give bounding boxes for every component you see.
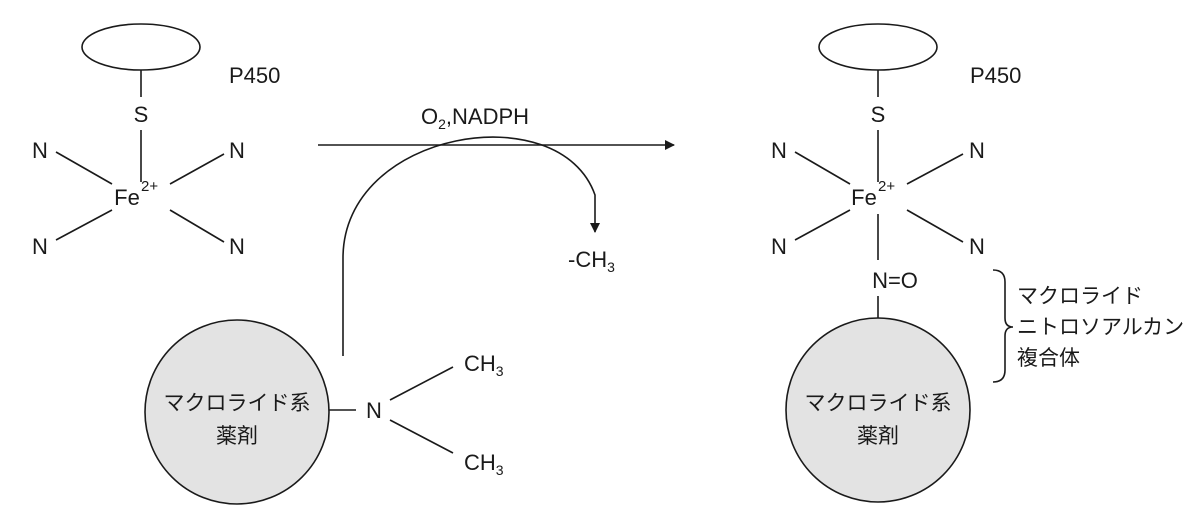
reagent-o: O	[421, 104, 438, 129]
left-methyl-top-base: CH	[464, 351, 496, 376]
complex-label-line1: マクロライド	[1017, 284, 1143, 308]
right-bond-fe-n2	[906, 153, 964, 185]
left-bond-fe-n2	[169, 153, 225, 185]
right-ligand-n-bottom-right: N	[969, 234, 985, 259]
left-methyl-top-sub: 3	[496, 363, 504, 379]
right-p450-complex: S Fe 2+ P450 N N N N N=O マクロライド系 薬剤 マクロラ…	[771, 23, 1184, 503]
right-enzyme-label: P450	[970, 63, 1021, 88]
right-bond-fe-n4	[906, 209, 964, 243]
reagent-label: O2,NADPH	[421, 104, 529, 132]
right-drug-circle	[785, 317, 971, 503]
complex-brace	[992, 269, 1014, 383]
right-ligand-n-top-right: N	[969, 138, 985, 163]
left-methyl-bottom: CH3	[464, 450, 504, 478]
left-sulfur: S	[134, 102, 149, 127]
demethylation-curved-arrow	[342, 136, 600, 356]
complex-label-line2: ニトロソアルカン	[1017, 315, 1184, 339]
right-iron: Fe	[851, 185, 877, 210]
left-p450-complex: S Fe 2+ P450 N N N N マクロライド系 薬剤 N CH3 CH…	[32, 23, 504, 505]
left-bond-fe-n4	[169, 209, 225, 243]
left-bond-fe-n1	[55, 151, 113, 185]
left-enzyme-label: P450	[229, 63, 280, 88]
left-iron-charge: 2+	[141, 178, 158, 195]
right-sulfur: S	[871, 102, 886, 127]
left-protein-ellipse	[81, 23, 201, 71]
leaving-methyl-sub: 3	[607, 259, 615, 275]
left-methyl-bottom-base: CH	[464, 450, 496, 475]
right-bond-fe-n3	[794, 209, 851, 241]
left-drug-label-line1: マクロライド系	[164, 391, 311, 415]
left-n-methyl-top-bond	[389, 366, 454, 401]
left-ligand-n-top-right: N	[229, 138, 245, 163]
reagent-sub: 2	[438, 116, 446, 132]
left-ligand-n-top-left: N	[32, 138, 48, 163]
right-drug-label-line1: マクロライド系	[805, 391, 952, 415]
complex-label-line3: 複合体	[1017, 346, 1080, 370]
right-ligand-n-top-left: N	[771, 138, 787, 163]
left-bond-fe-n3	[55, 209, 113, 241]
left-n-methyl-bottom-bond	[389, 419, 454, 454]
right-bond-fe-n1	[794, 151, 851, 185]
left-ligand-n-bottom-left: N	[32, 234, 48, 259]
reagent-rest: ,NADPH	[446, 104, 529, 129]
reaction-arrows: O2,NADPH -CH3	[318, 104, 675, 356]
left-drug-label-line2: 薬剤	[216, 424, 258, 448]
leaving-methyl: -CH3	[568, 247, 615, 275]
right-nitroso: N=O	[872, 268, 918, 293]
right-protein-ellipse	[818, 23, 938, 71]
left-ligand-n-bottom-right: N	[229, 234, 245, 259]
right-iron-charge: 2+	[878, 178, 895, 195]
left-iron: Fe	[114, 185, 140, 210]
leaving-methyl-base: -CH	[568, 247, 607, 272]
left-drug-circle	[144, 319, 330, 505]
right-drug-label-line2: 薬剤	[857, 424, 899, 448]
left-amine-n: N	[366, 398, 382, 423]
right-ligand-n-bottom-left: N	[771, 234, 787, 259]
left-methyl-top: CH3	[464, 351, 504, 379]
left-methyl-bottom-sub: 3	[496, 462, 504, 478]
